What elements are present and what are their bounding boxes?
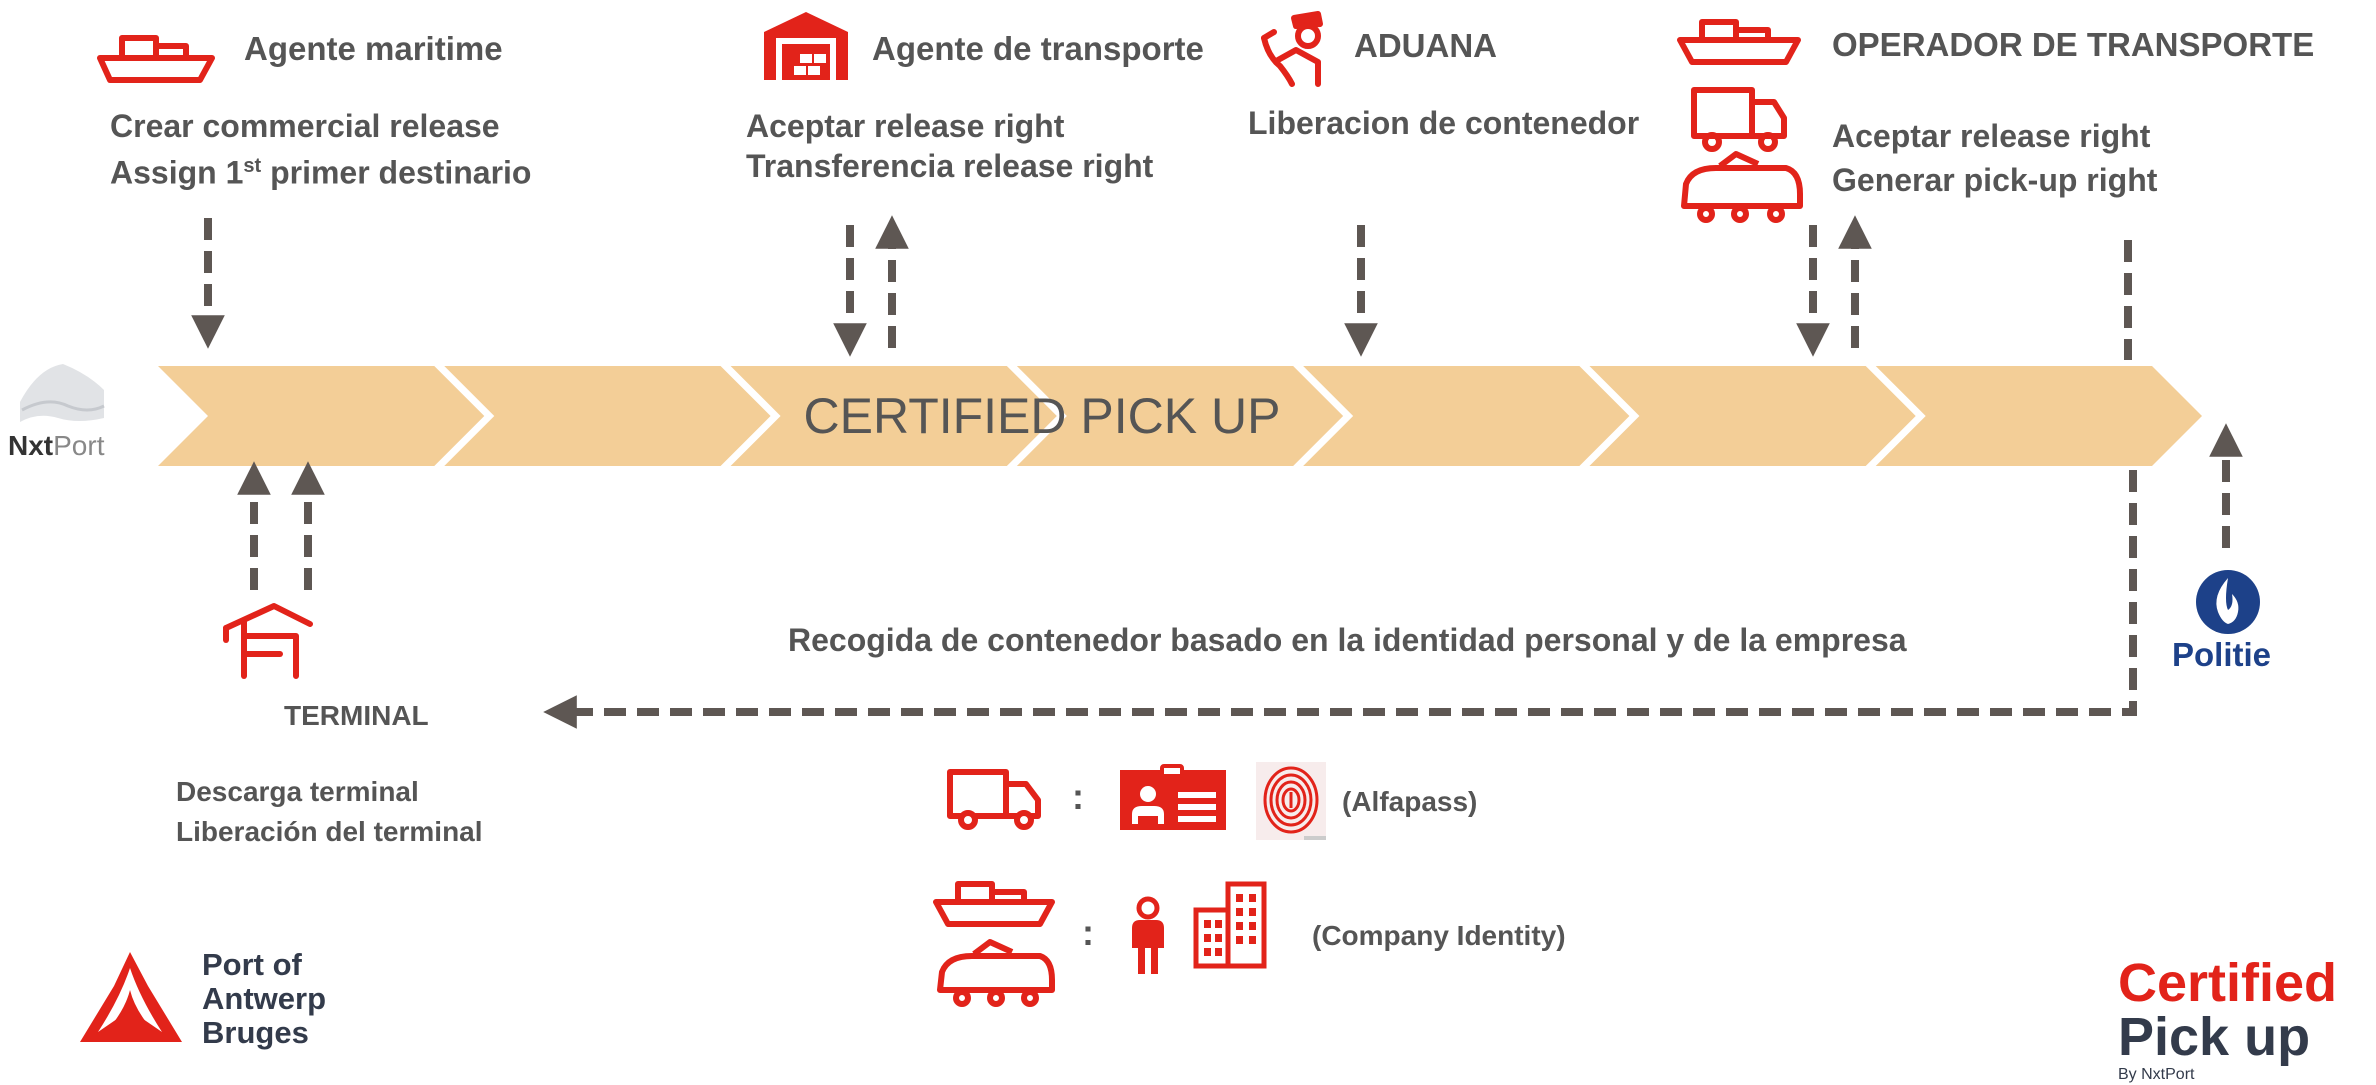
company-identity-label: (Company Identity) — [1312, 920, 1566, 951]
cpu-logo-line-1: Certified — [2118, 953, 2338, 1013]
certified-pickup-logo: Certified Pick up By NxtPort — [2118, 956, 2368, 1084]
operador-title: OPERADOR DE TRANSPORTE — [1832, 26, 2315, 63]
cpu-logo-by: By NxtPort — [2118, 1066, 2195, 1083]
band-chevron-5 — [1303, 366, 1630, 466]
port-logo-line-3: Bruges — [202, 1015, 309, 1050]
port-triangle-logo — [80, 952, 182, 1042]
band-chevron-7 — [1875, 366, 2202, 466]
police-flame-icon — [2196, 570, 2260, 634]
nxtport-light: Port — [53, 430, 105, 461]
agente-transporte-task-1: Aceptar release right — [746, 108, 1065, 144]
terminal-task-1: Descarga terminal — [176, 776, 419, 807]
ship-truck-train-icon — [1677, 19, 1803, 223]
terminal-desc: Descarga terminal Liberación del termina… — [176, 772, 483, 852]
arrow-return-flow — [543, 470, 2137, 729]
agente-transporte-title: Agente de transporte — [872, 30, 1204, 67]
aduana-task-1: Liberacion de contenedor — [1248, 105, 1640, 141]
building-icon — [1193, 881, 1267, 969]
band-chevron-4 — [1016, 366, 1344, 466]
agente-maritime-task-2: Assign 1st primer destinario — [110, 146, 531, 193]
operador-task-2: Generar pick-up right — [1832, 162, 2158, 198]
warehouse-icon — [764, 12, 848, 80]
nxtport-logo: NxtPort — [8, 360, 108, 470]
band-label: CERTIFIED PICK UP — [804, 388, 1281, 444]
band-chevron-6 — [1589, 366, 1916, 466]
operador-desc: Aceptar release right Generar pick-up ri… — [1832, 114, 2157, 202]
operador-task-1: Aceptar release right — [1832, 118, 2151, 154]
identity-separator-2: : — [1082, 912, 1094, 953]
band-chevron-3 — [730, 366, 1057, 466]
cpu-logo-line-2: Pick up — [2118, 1007, 2311, 1067]
terminal-icon — [223, 603, 313, 679]
port-logo-line-1: Port of — [202, 947, 302, 982]
band-chevron-1 — [158, 366, 485, 466]
port-logo-line-2: Antwerp — [202, 981, 326, 1016]
task-2-superscript: st — [243, 155, 262, 177]
fingerprint-icon — [1256, 762, 1326, 840]
ship-train-icon — [933, 881, 1055, 1007]
alfapass-label: (Alfapass) — [1342, 786, 1478, 817]
agente-maritime-desc: Crear commercial release Assign 1st prim… — [110, 106, 531, 193]
nxtport-wave-icon — [20, 364, 105, 422]
nxtport-strong: Nxt — [8, 430, 54, 461]
aduana-title: ADUANA — [1354, 27, 1497, 64]
task-2-part-a: Assign 1 — [110, 154, 244, 191]
terminal-task-2: Liberación del terminal — [176, 816, 483, 847]
terminal-title: TERMINAL — [284, 700, 429, 731]
agente-transporte-desc: Aceptar release right Transferencia rele… — [746, 106, 1153, 186]
agente-transporte-task-2: Transferencia release right — [746, 148, 1154, 184]
id-card-icon — [1120, 764, 1226, 830]
agente-maritime-title: Agente maritime — [244, 30, 503, 67]
band-chevron-2 — [444, 366, 771, 466]
aduana-desc: Liberacion de contenedor — [1248, 103, 1639, 143]
agente-maritime-task-1: Crear commercial release — [110, 108, 500, 144]
return-flow-label: Recogida de contenedor basado en la iden… — [788, 622, 1907, 658]
task-2-part-b: primer destinario — [261, 154, 532, 191]
police-label: Politie — [2172, 636, 2272, 673]
ship-icon — [97, 35, 215, 83]
identity-separator-1: : — [1072, 776, 1084, 817]
truck-icon — [947, 769, 1041, 830]
person-icon — [1132, 896, 1164, 974]
port-logo-text: Port of Antwerp Bruges — [202, 948, 326, 1050]
customs-officer-icon — [1261, 11, 1323, 87]
